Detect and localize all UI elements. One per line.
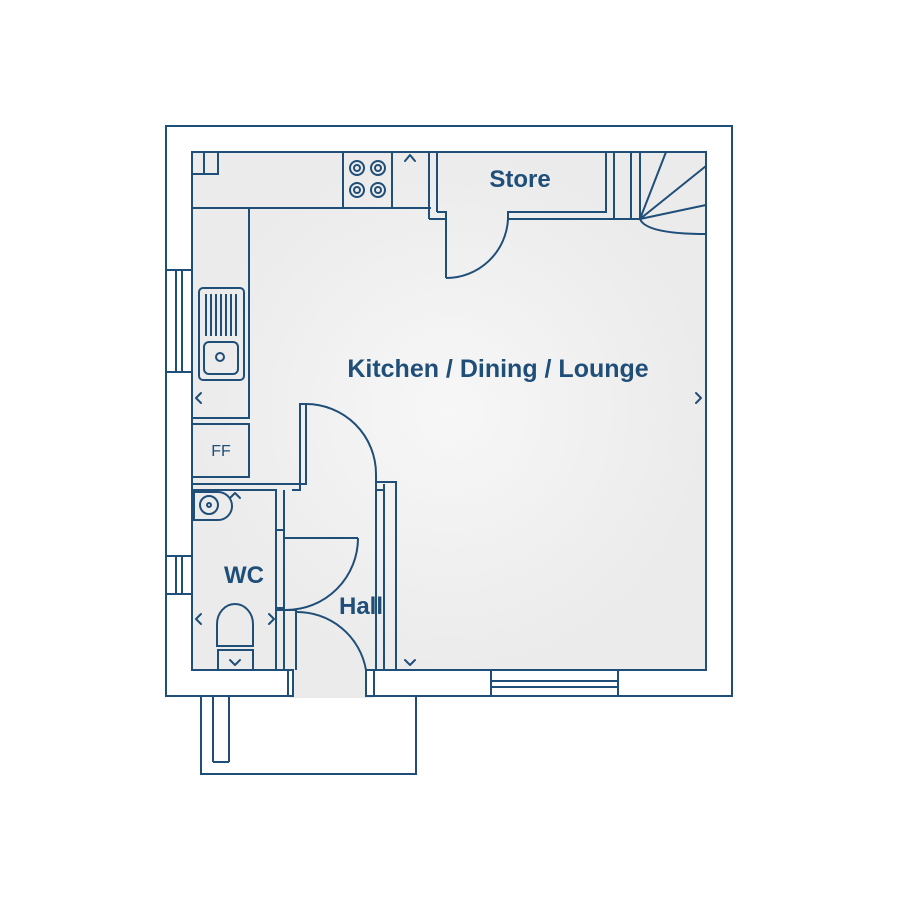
fridge-freezer-label: FF: [211, 443, 231, 460]
dimension-arrow-icon: [195, 154, 702, 666]
room-label-store: Store: [489, 166, 550, 193]
window-icon: [165, 269, 619, 697]
interior-floor: [191, 151, 707, 671]
basin-icon: [193, 491, 233, 521]
fridge-freezer: FF: [191, 423, 250, 478]
porch-canopy: [200, 696, 417, 775]
room-label-wc: WC: [224, 562, 264, 589]
sink-icon: [198, 287, 245, 381]
staircase-icon: [614, 151, 707, 235]
store-room: [428, 152, 615, 280]
room-label-living: Kitchen / Dining / Lounge: [347, 355, 648, 383]
toilet-icon: [216, 603, 254, 671]
entrance-door: [287, 668, 375, 698]
hob-icon: [342, 151, 393, 209]
door-swing-icon: [285, 403, 377, 671]
room-label-hall: Hall: [339, 593, 383, 620]
